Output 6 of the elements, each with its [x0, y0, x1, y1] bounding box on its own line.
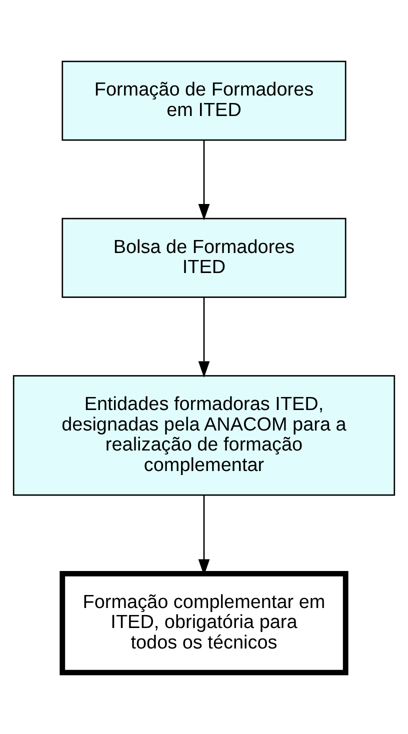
node-box: Formação de Formadores em ITED [62, 60, 346, 141]
node-box: Entidades formadoras ITED, designadas pela ANACOM para a realização de formação complementar [12, 375, 396, 496]
node-box: Formação complementar em ITED, obrigatória para todos os técnicos [60, 570, 348, 676]
arrow [198, 140, 210, 220]
arrow [198, 298, 210, 378]
node-box: Bolsa de Formadores ITED [62, 218, 346, 298]
